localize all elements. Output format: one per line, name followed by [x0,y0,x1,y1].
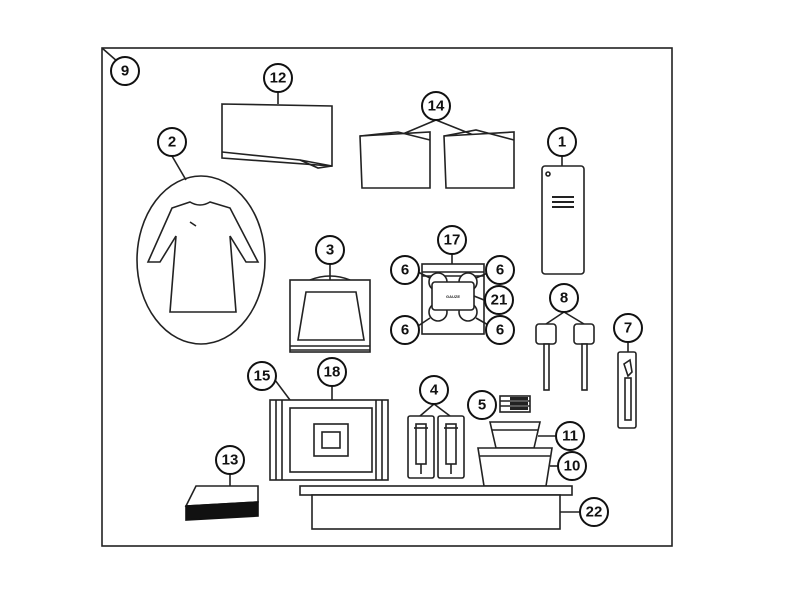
callout-3-label: 3 [326,242,334,259]
callout-21: 21 [484,285,514,315]
item-12-towel [221,92,333,169]
callout-6d: 6 [485,315,515,345]
callout-13-label: 13 [222,452,239,469]
callout-22-label: 22 [586,504,603,521]
callout-17: 17 [437,225,467,255]
callout-11: 11 [555,421,585,451]
callout-21-label: 21 [491,292,508,309]
callout-6a: 6 [390,255,420,285]
callout-22: 22 [579,497,609,527]
callout-10: 10 [557,451,587,481]
callout-11-label: 11 [562,428,578,445]
callout-7: 7 [613,313,643,343]
callout-9-label: 9 [121,63,129,80]
callout-6b-label: 6 [496,262,504,279]
callout-10-label: 10 [564,458,581,475]
item-13-block [184,474,259,521]
callout-12-label: 12 [270,70,287,87]
callout-17-label: 17 [444,232,461,249]
item-4-syringes [407,403,465,479]
item-3-basin-cover [289,264,371,353]
callout-6c: 6 [390,315,420,345]
callout-5: 5 [467,390,497,420]
callout-6d-label: 6 [496,322,504,339]
item-11-small-cup [488,421,556,449]
item-7-scalpel [617,342,637,429]
item-15-fenestrated-drape [269,375,389,481]
item-8-swab-sticks [535,311,595,391]
callout-3: 3 [315,235,345,265]
callout-4: 4 [419,375,449,405]
callout-1-label: 1 [558,134,566,151]
item-22-tray [299,485,580,530]
callout-15: 15 [247,361,277,391]
callout-4-label: 4 [430,382,439,399]
callout-6b: 6 [485,255,515,285]
item-2-gown [136,155,266,345]
item-5-needle-pack [499,395,531,413]
callout-18: 18 [317,357,347,387]
callout-8-label: 8 [560,290,568,307]
item-10-basin [477,447,558,487]
item-1-pouch [541,156,585,275]
item-14-drapes [359,119,515,189]
callout-8: 8 [549,283,579,313]
callout-9: 9 [110,56,140,86]
gauze-pack-label: GAUZE [446,294,460,299]
item-17-gauze-pack: GAUZE [417,254,491,335]
callout-13: 13 [215,445,245,475]
callout-18-label: 18 [324,364,341,381]
callout-14-label: 14 [428,98,445,115]
callout-1: 1 [547,127,577,157]
callout-15-label: 15 [254,368,271,385]
callout-6a-label: 6 [401,262,409,279]
callout-12: 12 [263,63,293,93]
callout-2: 2 [157,127,187,157]
callout-7-label: 7 [624,320,632,337]
callout-14: 14 [421,91,451,121]
callout-6c-label: 6 [401,322,409,339]
callout-2-label: 2 [168,134,176,151]
callout-5-label: 5 [478,397,486,414]
